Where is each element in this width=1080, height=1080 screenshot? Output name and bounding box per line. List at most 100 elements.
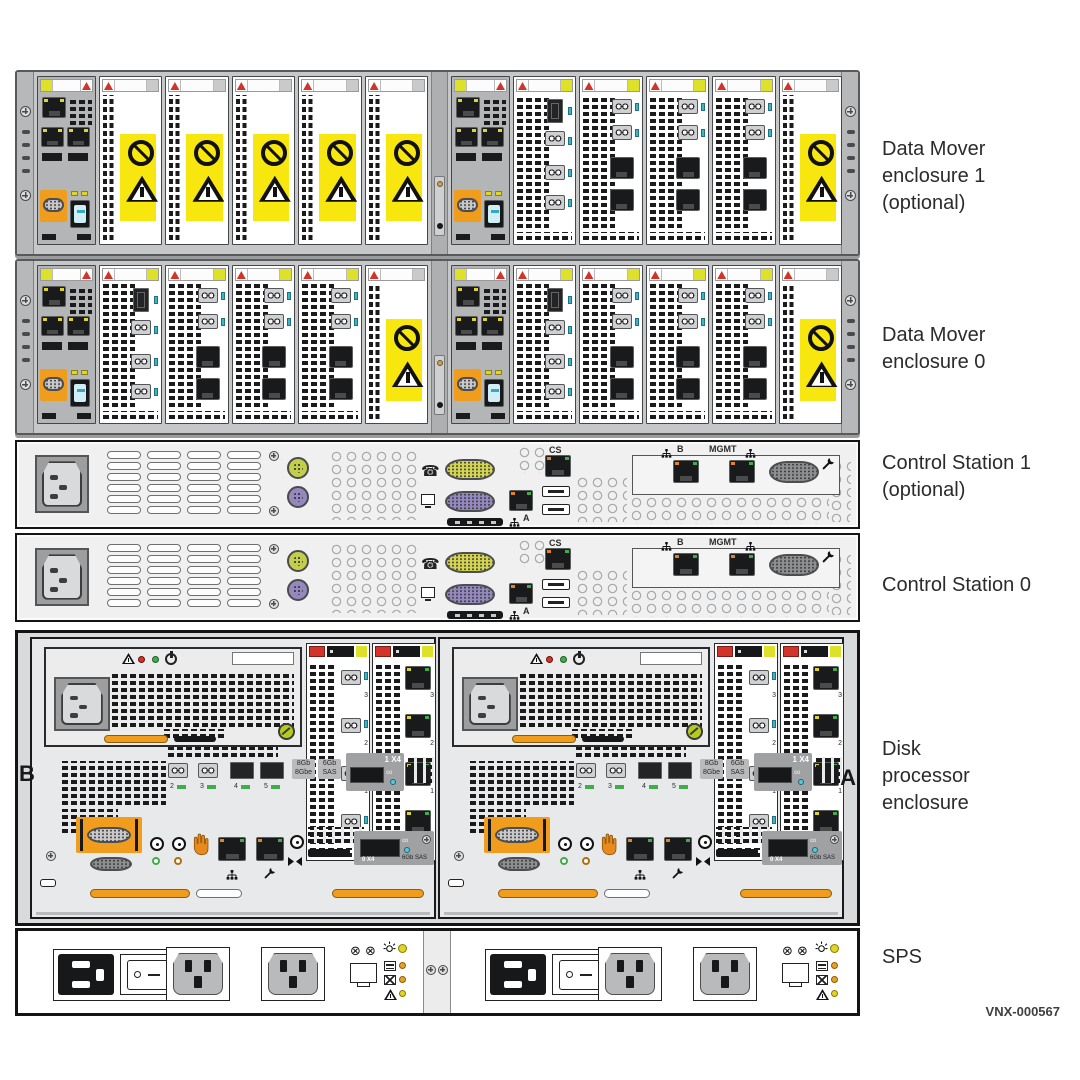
link-icon: ∞ [794, 767, 801, 777]
port-led [511, 585, 515, 588]
network-icon [745, 538, 756, 551]
perforation-grid [718, 662, 744, 844]
monitor-icon [421, 587, 435, 601]
sfp-port [638, 762, 662, 779]
usb-port [542, 504, 570, 515]
screw [845, 190, 856, 201]
port-opening [48, 111, 60, 116]
port-led [666, 839, 670, 842]
port-led [407, 812, 411, 815]
ethernet-port [481, 127, 504, 147]
warning-triangle-icon [816, 989, 829, 1000]
screw [845, 295, 856, 306]
screw [422, 835, 431, 844]
latch-tab-yellow [455, 80, 466, 91]
thumbscrew-green [686, 723, 703, 740]
port-number: 2 [364, 740, 368, 747]
caution-tab-icon [517, 80, 528, 91]
warning-label [186, 133, 225, 221]
connector-face [447, 586, 493, 603]
ethernet-port [256, 837, 284, 861]
label-strip [660, 269, 695, 280]
vent-slot [147, 577, 181, 585]
service-port-notch [357, 983, 370, 987]
hex-vent [629, 589, 829, 617]
label-strip [180, 80, 214, 91]
perforation-strip [235, 411, 292, 419]
latch-tab-gray [280, 80, 292, 91]
caution-tab-icon [782, 80, 794, 91]
triangle-bang [819, 372, 824, 383]
port-led [483, 318, 487, 321]
vent-slot [187, 566, 221, 574]
data-mover-enclosure-0 [15, 259, 860, 435]
vent-slot [147, 599, 181, 607]
perforation-strip [583, 232, 639, 240]
inlet-pin [50, 567, 59, 573]
latch-tab-yellow [147, 269, 159, 280]
vent [484, 97, 506, 125]
vent-slot [227, 495, 261, 503]
button-dot [703, 840, 707, 844]
connector-face [447, 493, 493, 510]
triangle-bang [405, 186, 410, 198]
triangle-bang [272, 186, 277, 198]
perforation-column [302, 95, 316, 240]
fe-port-number: 3 [200, 783, 204, 790]
latch-tab-gray [413, 80, 425, 91]
port-led-teal [568, 169, 573, 177]
bracket [543, 819, 546, 851]
serial-port-area [454, 369, 481, 401]
vent-slot [147, 484, 181, 492]
sfp-port [547, 288, 564, 312]
fiber-port-lc [131, 320, 152, 335]
perforation-grid [517, 284, 549, 407]
latch-tab-yellow [561, 269, 573, 280]
fiber-port-lc [678, 99, 699, 114]
ear-slot [22, 319, 30, 323]
inlet-pin [50, 474, 59, 480]
label-line: SPS [882, 946, 923, 968]
fe-port-number: 4 [642, 783, 646, 790]
caution-tab-icon [716, 80, 728, 91]
management-module [451, 265, 510, 424]
button-dot [585, 842, 589, 846]
connector-face [497, 829, 537, 841]
caution-tab-icon [302, 80, 314, 91]
port-led-teal [220, 292, 225, 300]
port-led-teal [772, 672, 776, 680]
inlet-face [42, 554, 82, 600]
port-opening [462, 111, 474, 116]
service-port [484, 200, 504, 228]
ethernet-port [742, 346, 767, 368]
no-entry-icon [393, 139, 420, 166]
port-led [693, 555, 697, 558]
perforation-column [368, 95, 382, 240]
vent-bar [491, 413, 505, 419]
serial-port-area [40, 369, 67, 401]
ethernet-port [456, 286, 480, 307]
port-led-teal [772, 720, 776, 728]
screw [20, 190, 31, 201]
switch-on-mark [148, 974, 160, 976]
sas-expansion-port: 1 X4∞ [346, 753, 404, 791]
serial-port-db9 [495, 827, 539, 843]
fe-port-led [649, 785, 658, 789]
service-port-inner [74, 205, 86, 223]
perforation-strip [308, 827, 364, 843]
port-led [749, 462, 753, 465]
caution-tab-icon [169, 80, 181, 91]
sas-led [390, 779, 396, 785]
vent [70, 97, 92, 125]
warning-triangle-icon [82, 271, 91, 279]
strip-pin [455, 613, 460, 617]
port-led [498, 318, 502, 321]
fiber-port-lc [341, 670, 361, 685]
port-opening [616, 204, 628, 209]
caution-tab-icon [302, 269, 314, 280]
warning-label [252, 133, 291, 221]
inlet-face [42, 461, 82, 507]
chassis-lip [36, 912, 430, 915]
network-icon [509, 607, 520, 620]
aux-serial-db9 [498, 857, 540, 871]
